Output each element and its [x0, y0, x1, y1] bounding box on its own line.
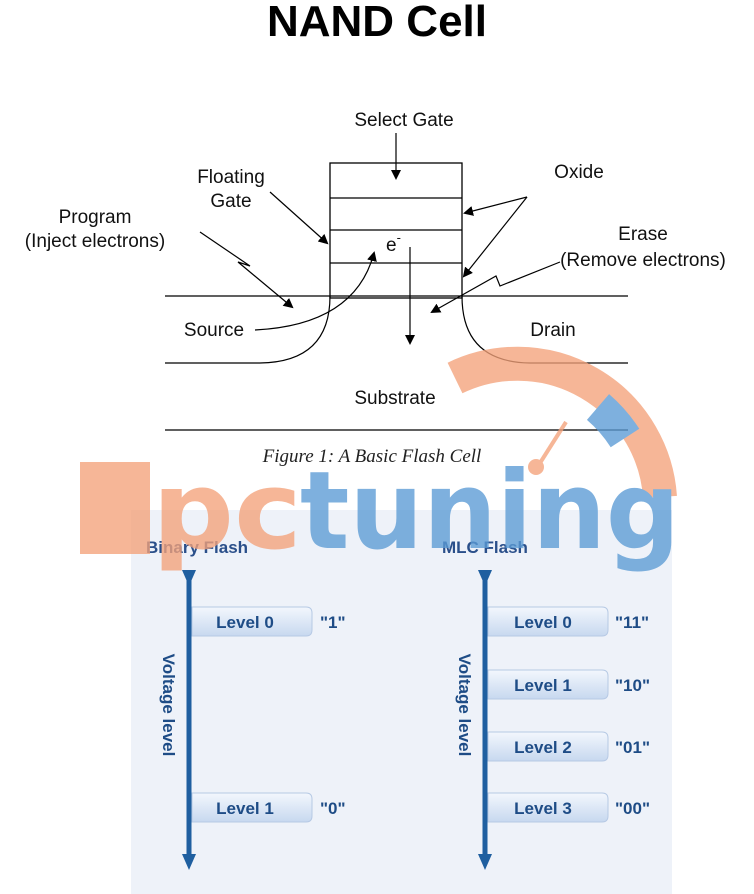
- erase-label-2: (Remove electrons): [560, 250, 726, 271]
- source-label: Source: [184, 320, 244, 341]
- mlc-level-2: Level 2 "01": [487, 731, 650, 762]
- binary-level-0-label: Level 0: [216, 613, 274, 632]
- mlc-level-3: Level 3 "00": [487, 792, 650, 823]
- mlc-level-0-value: "11": [615, 613, 649, 632]
- mlc-level-1: Level 1 "10": [487, 669, 650, 700]
- oxide-label: Oxide: [554, 162, 604, 183]
- select-gate-label: Select Gate: [354, 110, 453, 131]
- mlc-level-3-label: Level 3: [514, 799, 572, 818]
- mlc-level-1-value: "10": [615, 676, 650, 695]
- mlc-level-2-value: "01": [615, 738, 650, 757]
- floating-gate-label-1: Floating: [197, 167, 265, 188]
- mlc-axis-label: Voltage level: [455, 654, 474, 757]
- watermark-arc: [447, 346, 677, 499]
- binary-level-0: Level 0 "1": [191, 606, 346, 637]
- program-label-1: Program: [59, 207, 132, 228]
- page-title: NAND Cell: [266, 0, 488, 46]
- watermark-pc: pc: [152, 449, 302, 574]
- levels-background: [131, 510, 672, 894]
- binary-axis-label: Voltage level: [159, 654, 178, 757]
- binary-level-1-value: "0": [320, 799, 346, 818]
- voltage-levels-diagram: Binary Flash MLC Flash Voltage level Vol…: [131, 510, 672, 894]
- mlc-level-0-label: Level 0: [514, 613, 572, 632]
- binary-level-1-label: Level 1: [216, 799, 274, 818]
- program-label-2: (Inject electrons): [25, 231, 165, 252]
- substrate-label: Substrate: [354, 388, 435, 409]
- watermark-needle: [538, 420, 568, 465]
- electron-label: e-: [386, 230, 401, 256]
- binary-level-1: Level 1 "0": [191, 792, 346, 823]
- pctuning-watermark: pc tuning: [80, 346, 680, 574]
- mlc-level-0: Level 0 "11": [487, 606, 649, 637]
- watermark-tuning: tuning: [300, 449, 680, 574]
- watermark-block: [80, 462, 150, 554]
- mlc-flash-title: MLC Flash: [442, 538, 528, 557]
- floating-gate-label-2: Gate: [210, 191, 251, 212]
- mlc-level-1-label: Level 1: [514, 676, 572, 695]
- mlc-level-3-value: "00": [615, 799, 650, 818]
- drain-label: Drain: [530, 320, 575, 341]
- binary-level-0-value: "1": [320, 613, 346, 632]
- watermark-arc-accent: [586, 394, 640, 448]
- erase-label-1: Erase: [618, 224, 668, 245]
- mlc-level-2-label: Level 2: [514, 738, 572, 757]
- binary-flash-title: Binary Flash: [146, 538, 248, 557]
- watermark-needle-hub: [528, 459, 544, 475]
- figure-caption: Figure 1: A Basic Flash Cell: [262, 446, 482, 467]
